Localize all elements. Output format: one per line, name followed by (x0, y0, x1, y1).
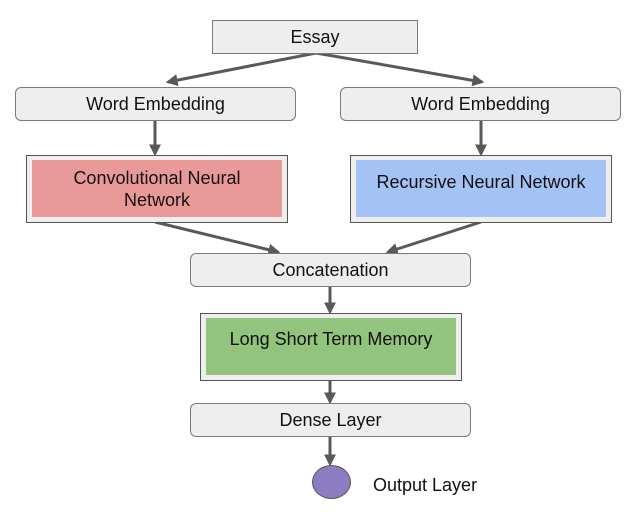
output-layer-label: Output Layer (373, 475, 478, 495)
word-embedding-left-label: Word Embedding (86, 94, 225, 114)
cnn-node: Convolutional Neural Network (32, 160, 282, 217)
word-embedding-right-label: Word Embedding (411, 94, 550, 114)
lstm-node: Long Short Term Memory (206, 318, 456, 375)
concatenation-label: Concatenation (272, 260, 389, 280)
arrow-essay-to-right-embedding (315, 51, 485, 87)
arrow-cnn-to-concatenation (154, 220, 281, 256)
lstm-label: Long Short Term Memory (229, 329, 433, 349)
essay-node: Essay (212, 20, 418, 54)
cnn-label: Convolutional Neural Network (73, 167, 241, 210)
rnn-node: Recursive Neural Network (356, 160, 606, 217)
essay-label: Essay (290, 27, 340, 47)
dense-layer-node: Dense Layer (190, 403, 471, 437)
dense-layer-label: Dense Layer (279, 410, 382, 430)
word-embedding-left-node: Word Embedding (15, 87, 296, 121)
word-embedding-right-node: Word Embedding (340, 87, 621, 121)
arrow-rnn-to-concatenation (385, 220, 482, 255)
output-layer-node (312, 465, 351, 499)
arrow-essay-to-left-embedding (165, 51, 317, 87)
rnn-label: Recursive Neural Network (376, 172, 586, 192)
concatenation-node: Concatenation (190, 253, 471, 287)
